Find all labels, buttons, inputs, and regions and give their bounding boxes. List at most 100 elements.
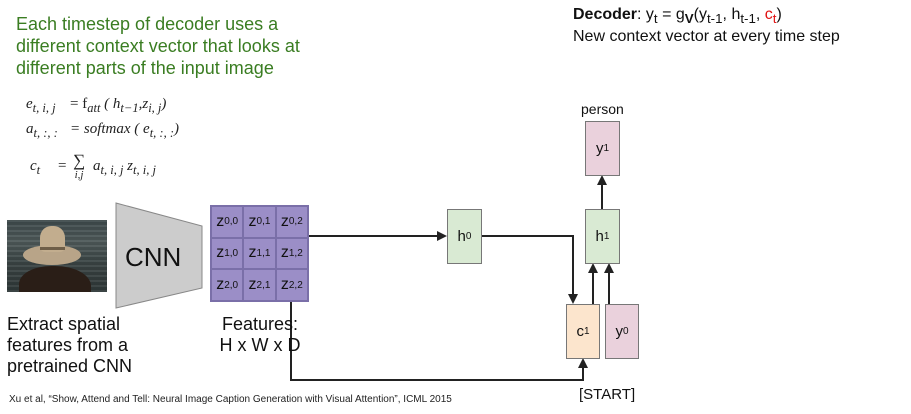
- arrow-h0-to-c1: [481, 235, 578, 304]
- eq-c-term2-sub: t, i, j: [133, 163, 156, 177]
- start-token: [START]: [579, 386, 636, 403]
- sum-index: i,j: [74, 169, 84, 181]
- feature-cell-base: z: [216, 212, 225, 230]
- feature-cell-sub: 2,2: [288, 279, 303, 291]
- caption: Each timestep of decoder uses a differen…: [16, 13, 300, 79]
- node-y1-base: y: [595, 140, 604, 157]
- eq-a-rhs: = softmax ( e: [70, 121, 150, 137]
- node-h1-base: h: [595, 228, 604, 245]
- decoder-formula-line: Decoder: yt = gV(yt-1, ht-1, ct): [573, 6, 782, 27]
- eq-e-args2-sub: i, j: [148, 101, 162, 115]
- feature-cell-base: z: [248, 276, 257, 294]
- eq-a-rhs-sub: t, :, :: [149, 126, 174, 140]
- feature-cell-base: z: [280, 212, 289, 230]
- formula-close: ): [776, 6, 782, 23]
- equation-context-term: at, i, j zt, i, j: [93, 158, 156, 178]
- output-word: person: [581, 101, 624, 117]
- features-label: Features: H x W x D: [200, 314, 320, 356]
- input-image: [7, 220, 107, 292]
- eq-e-close: ): [161, 96, 167, 112]
- formula-y: y: [645, 6, 654, 23]
- eq-c-lhs-sub: t: [36, 163, 41, 177]
- eq-e-args-sub: t−1: [120, 101, 139, 115]
- hat-band: [40, 247, 65, 250]
- caption-line: different parts of the input image: [16, 58, 274, 78]
- feature-cell-sub: 2,1: [256, 279, 271, 291]
- node-h1-sub: 1: [603, 231, 610, 242]
- extract-label-line: Extract spatial: [7, 314, 121, 334]
- eq-a-lhs-sub: t, :, :: [33, 126, 58, 140]
- feature-cell-sub: 0,1: [256, 216, 271, 228]
- node-y0-base: y: [615, 323, 623, 340]
- feature-cell-base: z: [216, 276, 225, 294]
- eq-e-lhs-sub: t, i, j: [32, 101, 56, 115]
- caption-line: different context vector that looks at: [16, 36, 300, 56]
- caption-line: Each timestep of decoder uses a: [16, 14, 279, 34]
- formula-arg2-sub: t-1: [740, 11, 756, 27]
- shoulders: [19, 266, 91, 292]
- extract-label: Extract spatial features from a pretrain…: [7, 314, 132, 377]
- feature-cell-base: z: [248, 212, 257, 230]
- arrow-features-to-c1: [290, 302, 588, 381]
- formula-context: c: [764, 6, 773, 23]
- node-c1-sub: 1: [583, 326, 590, 337]
- eq-c-eq: =: [58, 158, 67, 174]
- equation-attention-rhs: = softmax ( et, :, :): [70, 121, 179, 141]
- hat-brim: [23, 245, 81, 265]
- eq-e-rhs: = f: [70, 96, 88, 112]
- node-h0-sub: 0: [465, 231, 472, 242]
- extract-label-line: pretrained CNN: [7, 356, 133, 376]
- cnn-label: CNN: [125, 242, 182, 272]
- formula-eq: = g: [657, 6, 685, 23]
- eq-e-args: ( h: [100, 96, 121, 112]
- eq-a-lhs: a: [26, 121, 34, 137]
- eq-e-rhs-sub: att: [87, 101, 101, 115]
- feature-cell-sub: 0,0: [224, 216, 239, 228]
- formula-mid: , h: [722, 6, 741, 23]
- eq-c-term: a: [93, 158, 101, 174]
- eq-c-lhs: c: [30, 158, 37, 174]
- eq-c-term-sub: t, i, j: [100, 163, 124, 177]
- formula-context-sub: t: [772, 11, 777, 27]
- equation-attention: at, :, :: [26, 121, 58, 141]
- eq-c-term2: z: [123, 158, 134, 174]
- eq-e-args2: ,z: [138, 96, 149, 112]
- equation-energy-rhs: = fatt ( ht−1,zi, j): [70, 96, 166, 116]
- equation-context-eq: =: [58, 158, 66, 175]
- decoder-subtitle: New context vector at every time step: [573, 28, 840, 46]
- feature-cell-base: z: [248, 244, 257, 262]
- features-label-line1: Features:: [221, 314, 299, 334]
- cnn-shape: [115, 202, 203, 309]
- node-c1-base: c: [576, 323, 584, 340]
- feature-cell-sub: 1,2: [288, 247, 303, 259]
- extract-label-line: features from a: [7, 335, 129, 355]
- node-y1-sub: 1: [603, 143, 610, 154]
- feature-cell-sub: 1,0: [224, 247, 239, 259]
- citation: Xu et al, “Show, Attend and Tell: Neural…: [9, 394, 452, 405]
- equation-context-sum: ∑ i,j: [73, 152, 85, 182]
- decoder-title: Decoder: [573, 6, 638, 23]
- node-h0-base: h: [457, 228, 466, 245]
- equation-context: ct: [30, 158, 40, 178]
- formula-arg1-sub: t-1: [706, 11, 723, 27]
- formula-comma: ,: [755, 6, 765, 23]
- feature-cell-sub: 1,1: [256, 247, 271, 259]
- feature-cell-base: z: [216, 244, 225, 262]
- formula-g-sub: V: [684, 11, 694, 27]
- features-label-line2: H x W x D: [219, 335, 301, 355]
- equation-energy: et, i, j: [26, 96, 56, 116]
